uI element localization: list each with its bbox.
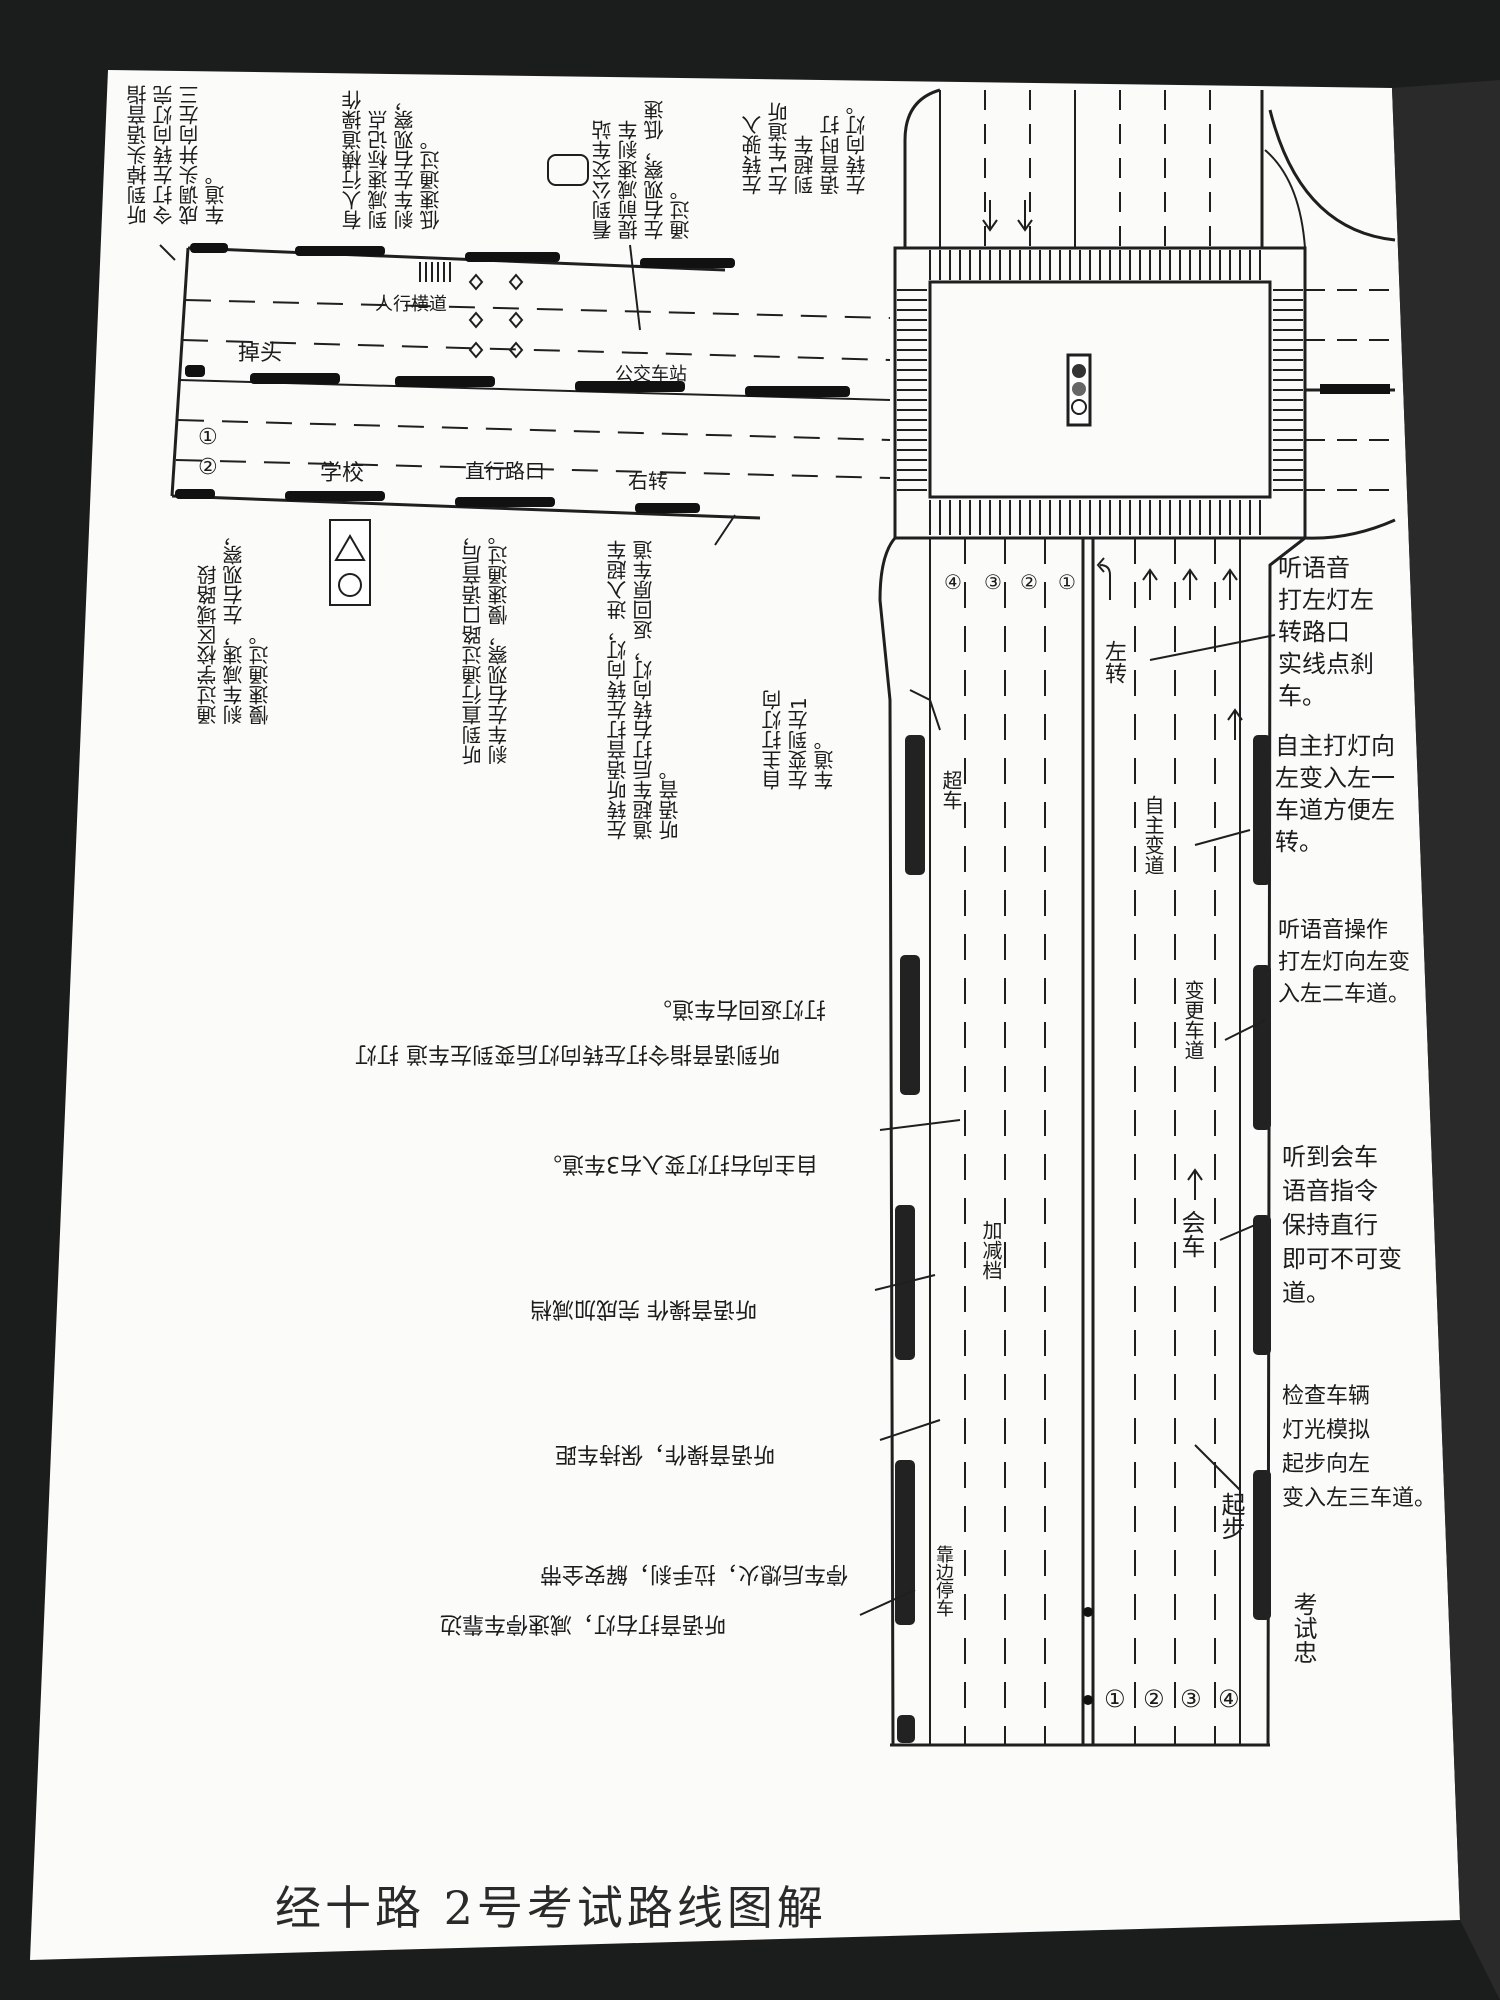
lane-arrows <box>982 200 1243 1200</box>
lane-number-south-2: ② <box>1020 570 1038 594</box>
note-change-lane-2: 听语音操作 打左灯向左变 入左二车道。 <box>1278 918 1411 1007</box>
note-return-right: 打灯返回右车道。 <box>650 996 827 1021</box>
label-meet: 会车 <box>1177 1210 1205 1258</box>
note-keep-distance: 听语音操作，保持车距 <box>555 1441 776 1466</box>
traffic-light-icon <box>1066 353 1092 427</box>
lane-number-4: ④ <box>1218 1685 1240 1713</box>
label-accelerate: 加减档 <box>979 1220 1003 1280</box>
note-bus-stop: 看到公交车站 提前减速刹车 左右观察，低速 通过。 <box>591 100 693 240</box>
note-pull-over: 听语音打右灯，减速停车靠边 <box>440 1611 727 1636</box>
intersection <box>893 246 1307 540</box>
lane-number-1: ① <box>1104 1685 1126 1713</box>
main-road <box>878 536 1306 1747</box>
note-right-lane-3: 自主向右打灯变入右3车道。 <box>540 1151 818 1176</box>
note-overtake-procedure: 左转听语音打左转向灯，进入超车 道超车后打右转向灯，返回原车道 听语音。 <box>606 540 682 840</box>
label-start: 起步 <box>1217 1492 1245 1540</box>
note-left-turn-intersection: 听语音 打左灯左 转路口 实线点刹 车。 <box>1278 554 1374 710</box>
north-road <box>903 88 1306 249</box>
label-u-turn: 掉头 <box>238 341 283 366</box>
annotation-leaders <box>159 244 1276 1616</box>
label-bus-stop: 公交车站 <box>615 364 687 385</box>
top-road-curbs <box>175 243 850 513</box>
note-crosswalk: 有人行横道操作 到减速标记点 刹车左右观察， 低速通过。 <box>341 90 443 230</box>
lane-number-south-3: ③ <box>984 570 1002 594</box>
note-free-lane-change: 自主打灯向 左变入左一 车道方便左 转。 <box>1275 732 1395 856</box>
label-lane-change: 变更车道 <box>1181 980 1205 1060</box>
note-after-stop: 停车后熄火，拉手刹，解安全带 <box>540 1561 849 1586</box>
label-crosswalk: 人行横道 <box>375 294 447 315</box>
author-signature: 考试忠 <box>1289 1592 1317 1664</box>
diamond-markings <box>468 273 524 359</box>
bus-icon <box>547 154 589 186</box>
label-straight-crossing: 直行路口 <box>465 459 545 483</box>
top-crosswalk <box>419 262 451 282</box>
lane-number-south-1: ① <box>1058 570 1076 594</box>
label-stop: 靠边停车 <box>933 1545 954 1617</box>
note-u-turn: 听到掉头语音指 令打左转向灯完 成调头并向左三 车道。 <box>126 85 228 225</box>
lane-number-3: ③ <box>1180 1685 1202 1713</box>
page-title: 经十路 2号考试路线图解 <box>275 1881 827 1935</box>
label-left-turn: 左转 <box>1101 640 1126 684</box>
note-overtake-left: 左转驶入 左1车道听 到超车 语音时打 左转向灯。 <box>741 95 869 195</box>
note-left-lane-1: 自主打灯向 左变到左1 车道。 <box>761 690 837 790</box>
note-start: 检查车辆 灯光模拟 起步向左 变入左三车道。 <box>1282 1384 1437 1511</box>
note-school-zone: 通过学校区域路段 刹车减速，左右观察， 慢速通过。 <box>196 525 272 725</box>
top-lane-number-2: ② <box>198 455 218 480</box>
intersection-crosswalks <box>897 250 1303 535</box>
label-right-turn: 右转 <box>628 469 668 493</box>
lane-number-south-4: ④ <box>944 570 962 594</box>
label-free-lane-change: 自主变道 <box>1141 795 1165 875</box>
paper-sheet <box>30 70 1460 1960</box>
note-left-lane-change: 听到语音指令打左转向灯后变到左车道 打灯 <box>355 1041 780 1066</box>
main-road-curbs <box>895 735 1271 1743</box>
top-lane-number-1: ① <box>198 425 218 450</box>
note-straight-crossing: 听到直行通过路口语音后， 刹车左右观察，慢速通过。 <box>461 525 511 765</box>
label-overtake: 超车 <box>939 770 963 810</box>
label-school: 学校 <box>320 461 365 486</box>
lane-number-2: ② <box>1143 1685 1165 1713</box>
school-sign-icon <box>329 519 371 606</box>
note-gear-change: 听语音操作 完成加减档 <box>530 1296 757 1321</box>
note-meeting-car: 听到会车 语音指令 保持直行 即可不可变 道。 <box>1282 1143 1402 1307</box>
